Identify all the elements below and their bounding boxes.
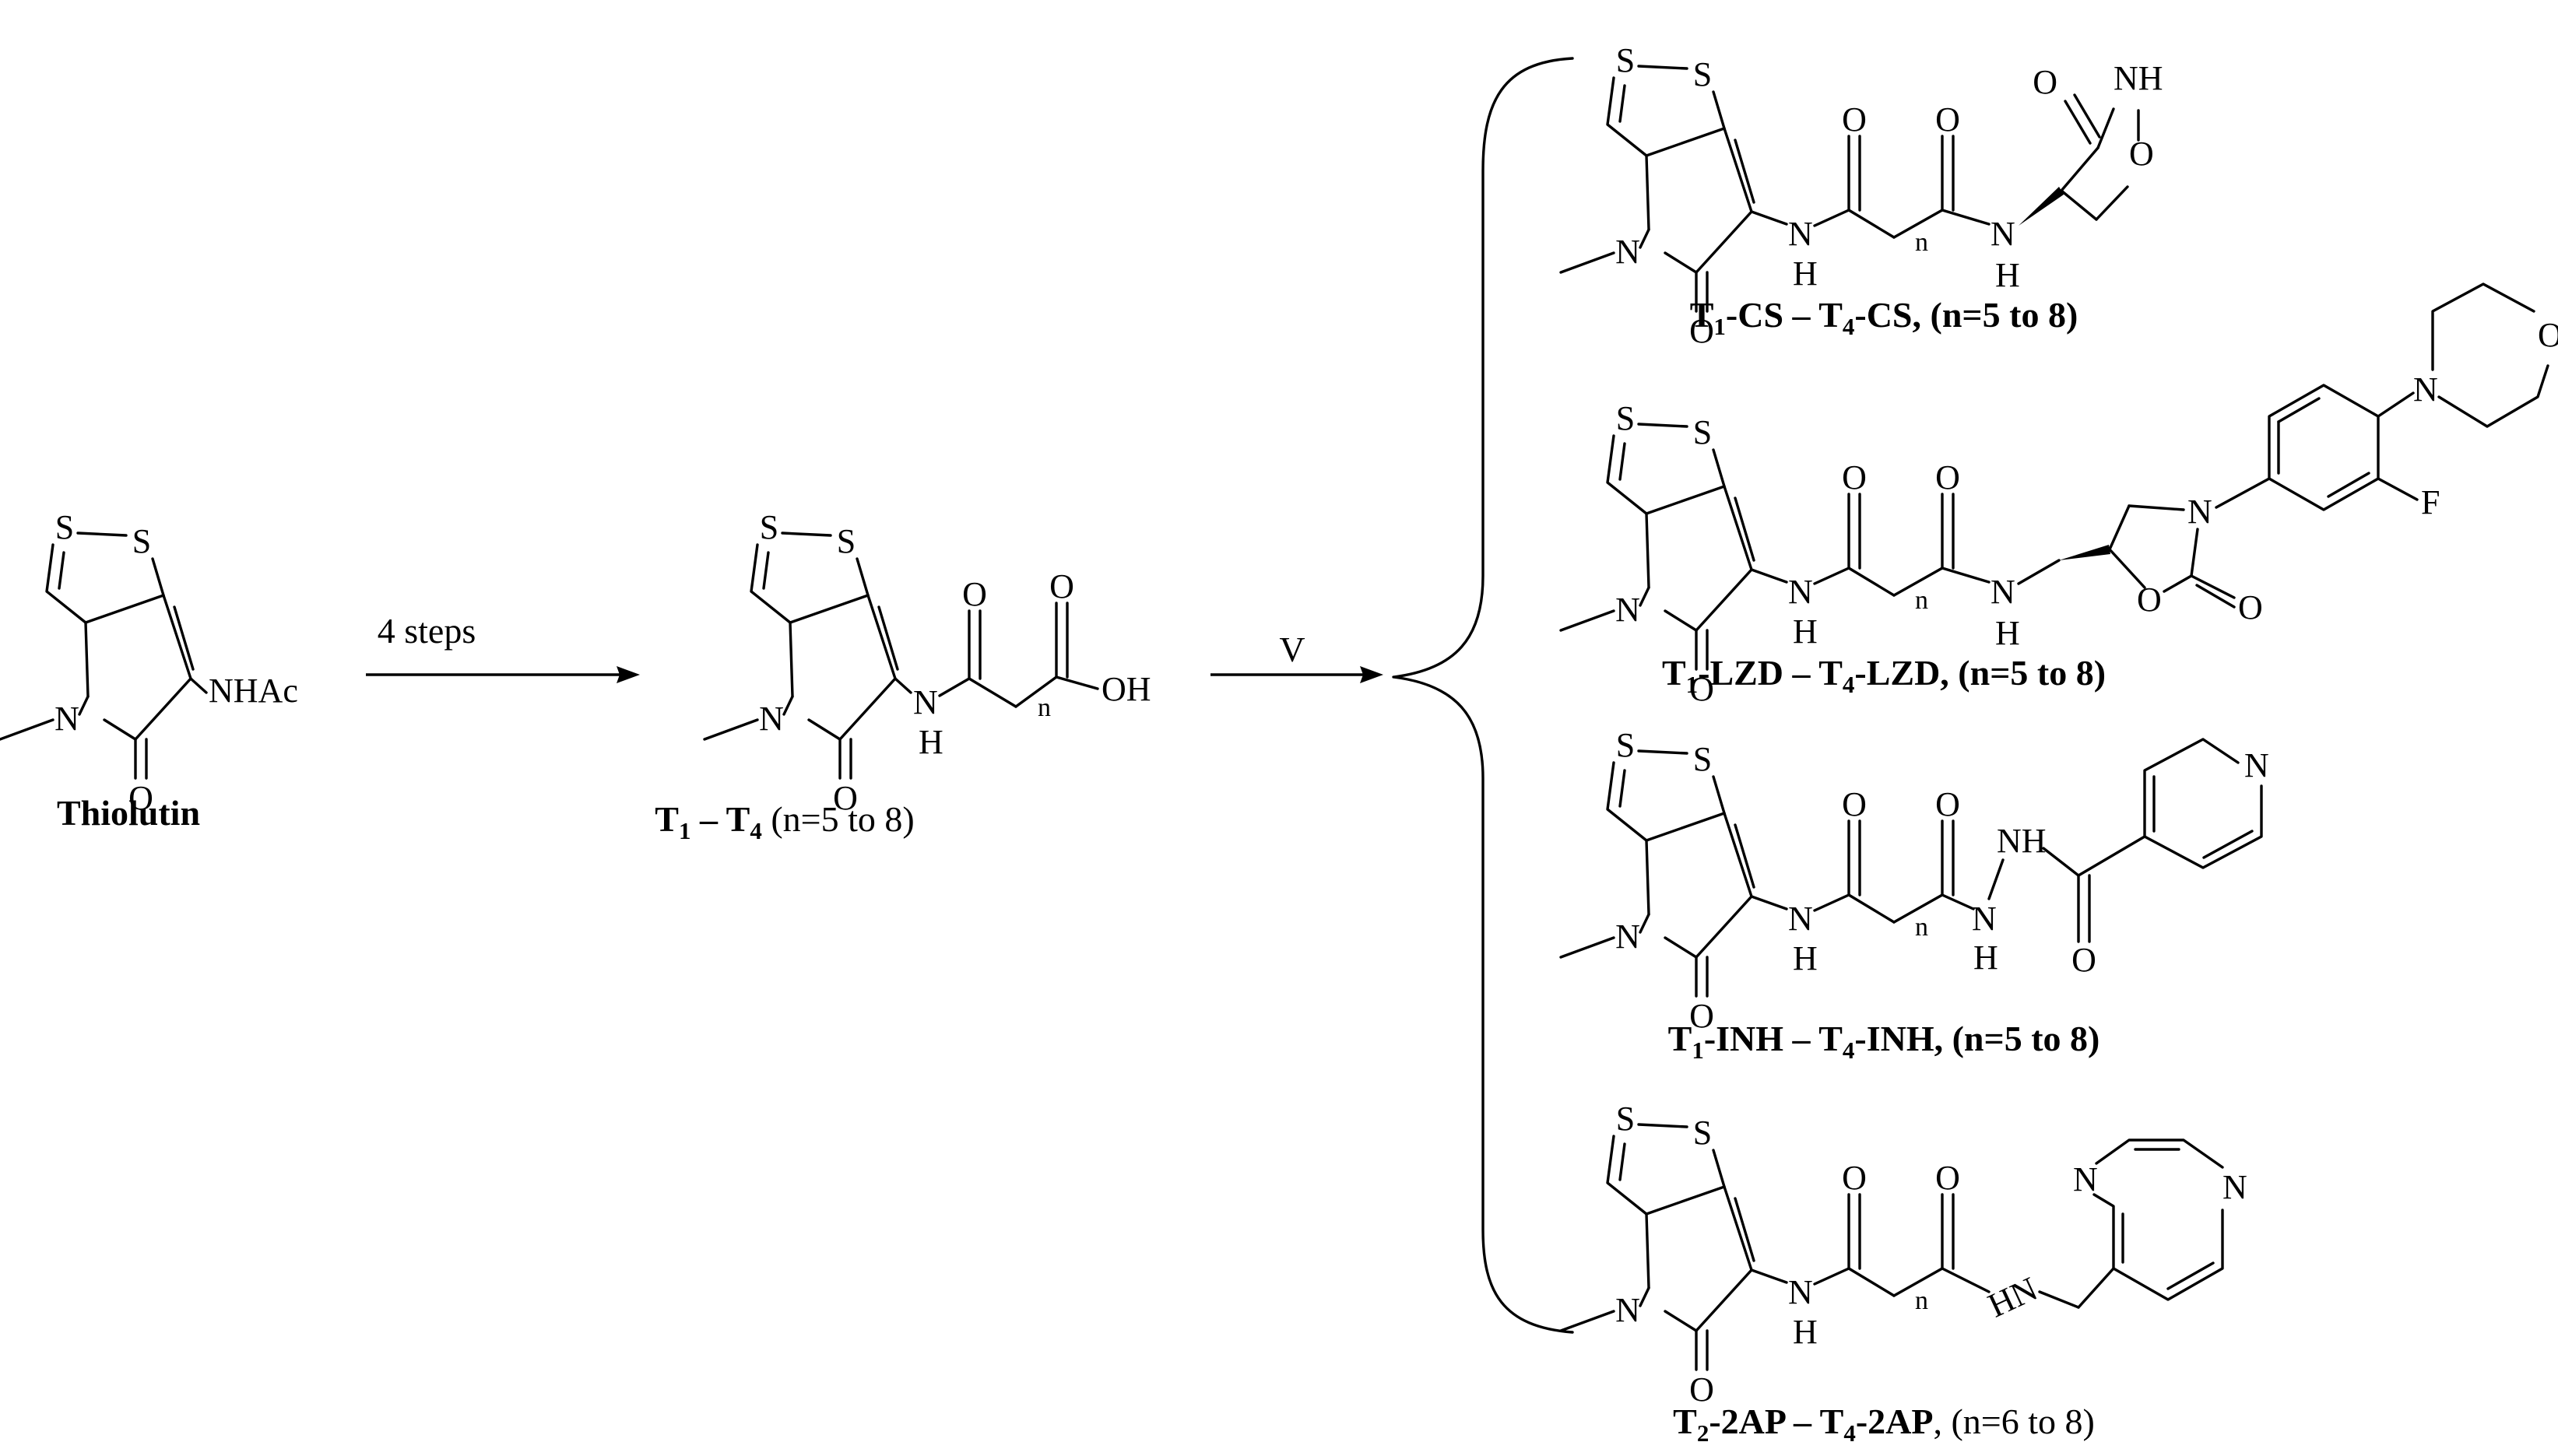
atom-o: O (1935, 458, 1960, 496)
product-cs-structure: S S N O N H O n O N H O NH O (1559, 41, 2163, 350)
atom-n: N (1615, 1291, 1640, 1329)
repeat-n: n (1915, 586, 1928, 615)
atom-s1: S (1616, 41, 1635, 79)
atom-s2: S (1693, 740, 1712, 778)
atom-h: H (1995, 256, 2020, 294)
atom-s1: S (1616, 726, 1635, 764)
intermediate-structure: S S N O N H O n O OH (703, 508, 1151, 817)
product-label-cs: T1-CS – T4-CS, (n=5 to 8) (1690, 295, 2078, 340)
atom-s2: S (1693, 55, 1712, 93)
atom-s1: S (760, 508, 778, 546)
reaction-arrow-2 (1210, 666, 1383, 683)
intermediate-label: T1 – T4 (n=5 to 8) (655, 799, 914, 844)
atom-s1: S (1616, 399, 1635, 437)
atom-n: N (1788, 573, 1813, 611)
atom-h: H (1793, 939, 1818, 977)
atom-o: O (962, 575, 987, 613)
atom-n: N (54, 700, 79, 738)
atom-n: N (2073, 1160, 2098, 1198)
atom-nhac: NHAc (209, 672, 298, 710)
atom-nh-n: N (913, 683, 938, 721)
atom-hn: HN (1982, 1269, 2043, 1324)
atom-n: N (2187, 493, 2212, 531)
atom-nh: NH (1997, 822, 2047, 860)
atom-s1: S (1616, 1100, 1635, 1138)
repeat-n: n (1915, 913, 1928, 942)
product-label-2ap: T2-2AP – T4-2AP, (n=6 to 8) (1673, 1402, 2095, 1447)
atom-o: O (1842, 1159, 1867, 1197)
atom-o: O (1842, 785, 1867, 823)
atom-n: N (2222, 1168, 2247, 1206)
atom-o: O (833, 779, 858, 817)
atom-n: N (1991, 215, 2015, 253)
atom-o: O (1935, 785, 1960, 823)
atom-o: O (2129, 135, 2154, 173)
atom-o: O (1689, 1370, 1714, 1409)
atom-n: N (1615, 591, 1640, 629)
atom-s2: S (837, 522, 856, 560)
atom-s1: S (55, 508, 74, 546)
step-label-2: V (1279, 630, 1305, 669)
atom-n: N (1788, 215, 1813, 253)
product-label-lzd: T1-LZD – T4-LZD, (n=5 to 8) (1662, 653, 2106, 698)
product-lzd-structure: S S N O N H O n O N H N O O (1559, 282, 2558, 708)
step-label-1: 4 steps (378, 611, 476, 651)
atom-s2: S (132, 522, 151, 560)
atom-o: O (1935, 100, 1960, 139)
atom-nh: NH (2114, 59, 2163, 97)
atom-n: N (2244, 746, 2269, 784)
atom-s2: S (1693, 1114, 1712, 1152)
atom-h: H (1793, 1313, 1818, 1351)
atom-o: O (1689, 997, 1714, 1035)
atom-h: H (1793, 254, 1818, 293)
atom-n: N (2413, 370, 2438, 409)
product-label-inh: T1-INH – T4-INH, (n=5 to 8) (1668, 1019, 2100, 1064)
atom-f: F (2421, 483, 2440, 521)
atom-o: O (128, 779, 153, 817)
atom-o: O (1935, 1159, 1960, 1197)
atom-n: N (1788, 900, 1813, 938)
atom-o: O (1842, 458, 1867, 496)
atom-o: O (2033, 63, 2057, 101)
atom-n: N (1991, 573, 2015, 611)
atom-h: H (1793, 612, 1818, 651)
atom-o: O (2538, 316, 2558, 354)
atom-n: N (1615, 233, 1640, 271)
atom-o: O (2137, 581, 2162, 619)
atom-o: O (1689, 312, 1714, 350)
atom-h: H (1995, 614, 2020, 652)
product-brace (1392, 57, 1574, 1334)
atom-n: N (1615, 917, 1640, 956)
repeat-n: n (1915, 228, 1928, 257)
repeat-n: n (1038, 693, 1051, 722)
atom-oh: OH (1102, 670, 1151, 708)
reaction-arrow-1 (366, 666, 640, 683)
atom-s2: S (1693, 413, 1712, 451)
thiolutin-structure: S S N O NHAc (0, 508, 298, 817)
repeat-n: n (1915, 1286, 1928, 1315)
atom-o: O (1842, 100, 1867, 139)
atom-o: O (1049, 567, 1074, 605)
atom-n: N (1972, 900, 1997, 938)
atom-o: O (2238, 588, 2263, 626)
thiolutin-label: Thiolutin (57, 793, 200, 833)
atom-o: O (2071, 941, 2096, 979)
atom-n: N (759, 700, 784, 738)
product-2ap-structure: S S N O N H O n O HN N N (1559, 1100, 2247, 1409)
atom-h: H (1973, 939, 1998, 977)
product-inh-structure: S S N O N H O n O N H NH O N (1559, 726, 2269, 1035)
atom-n: N (1788, 1273, 1813, 1311)
atom-nh-h: H (919, 723, 943, 761)
atom-o: O (1689, 670, 1714, 708)
